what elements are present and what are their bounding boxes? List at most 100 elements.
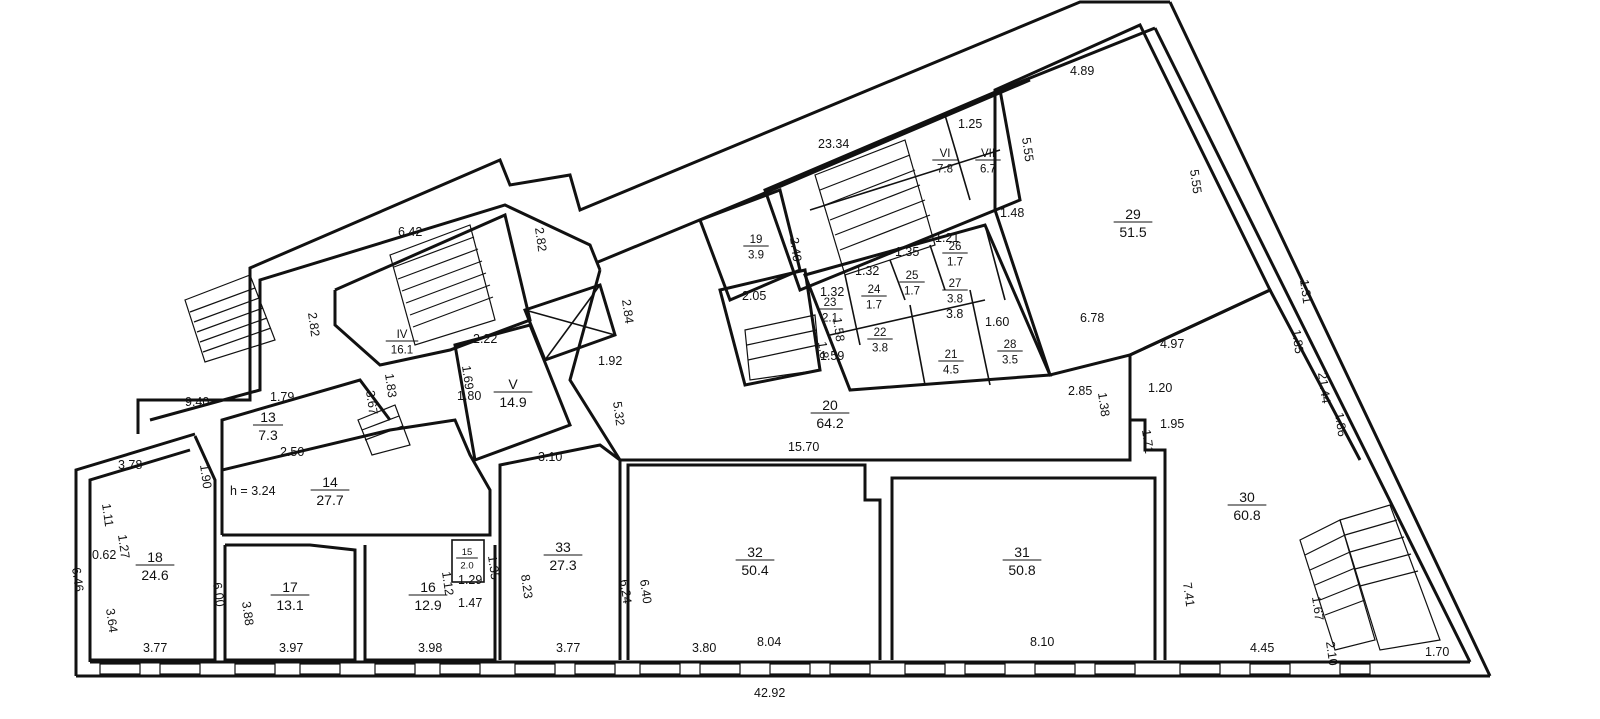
room-label-iv: IV 16.1 — [385, 329, 419, 357]
room-label-13: 137.3 — [252, 409, 284, 443]
dimension-label: 3.8 — [946, 307, 963, 321]
dimension-label: 15.70 — [788, 440, 819, 454]
room-number: 18 — [147, 549, 163, 565]
room-number: 30 — [1239, 489, 1255, 505]
dimension-label: 8.10 — [1030, 635, 1054, 649]
dimension-label: 2.84 — [619, 298, 636, 324]
room-area: 27.3 — [549, 557, 576, 573]
room-number: 19 — [750, 234, 763, 246]
room-number: 26 — [949, 241, 962, 253]
dimension-label: 3.97 — [279, 641, 303, 655]
dimension-label: 1.38 — [1095, 391, 1112, 417]
room-area: 3.8 — [947, 294, 963, 306]
room-label-24: 241.7 — [861, 284, 887, 312]
dimension-label: 4.89 — [1070, 64, 1094, 78]
dimension-label: 5.55 — [1187, 168, 1204, 194]
dimension-label: 1.83 — [382, 372, 399, 398]
room-label-26: 261.7 — [942, 241, 968, 269]
dimension-label: 7.41 — [1180, 581, 1197, 607]
dimension-label: 9.40 — [185, 395, 209, 409]
room-area: 6.7 — [980, 164, 996, 176]
room-area: 4.5 — [943, 365, 959, 377]
room-number: 27 — [949, 278, 962, 290]
room-area: 64.2 — [816, 415, 843, 431]
dimension-label: 8.23 — [518, 573, 535, 599]
dimension-label: 6.24 — [617, 578, 634, 604]
room-area: 7.3 — [258, 427, 278, 443]
dimension-label: 6.42 — [398, 225, 422, 239]
dimension-label: 5.55 — [1019, 136, 1036, 162]
dimension-label: 1.25 — [958, 117, 982, 131]
dimension-label: 1.31 — [1297, 278, 1314, 304]
room-label-32: 32 50.4 — [735, 544, 775, 578]
dimension-label: 1.20 — [1148, 381, 1172, 395]
dimension-label: 21.44 — [1315, 371, 1333, 404]
room-number: 24 — [868, 284, 881, 296]
dimension-label: h = 3.24 — [230, 484, 276, 498]
dimension-label: 2.82 — [305, 311, 322, 337]
dimension-label: 2.10 — [1323, 640, 1340, 666]
dimension-label: 2.05 — [742, 289, 766, 303]
dimension-label: 1.21 — [935, 231, 959, 245]
dimension-label: 1.90 — [197, 463, 214, 489]
room-number: 16 — [420, 579, 436, 595]
dimension-label: 6.00 — [210, 581, 227, 607]
dimension-label: 1.59 — [820, 349, 844, 363]
room-number: 25 — [906, 270, 919, 282]
dimension-label: 6.78 — [1080, 311, 1104, 325]
dimension-label: 3.64 — [103, 607, 120, 633]
dimension-label: 1.71 — [1139, 428, 1156, 454]
dimension-label: 3.67 — [363, 389, 380, 415]
room-number: 21 — [945, 349, 958, 361]
dimension-label: 1.27 — [115, 533, 132, 559]
room-area: 60.8 — [1233, 507, 1260, 523]
dimension-label: 2.22 — [473, 332, 497, 346]
room-number: VII — [981, 148, 995, 160]
dimension-label: 1.80 — [457, 389, 481, 403]
room-label-19: 193.9 — [743, 234, 769, 262]
dimension-label: 0.62 — [92, 548, 116, 562]
room-labels: 2951.53060.83150.83250.43327.32064.21427… — [135, 148, 1267, 613]
dimension-label: 1.8 — [815, 340, 831, 359]
room-label-21: 214.5 — [938, 349, 964, 377]
room-label-v: V14.9 — [493, 376, 533, 410]
room-area: 7.8 — [937, 164, 953, 176]
room-number: 14 — [322, 474, 338, 490]
room-number: 32 — [747, 544, 763, 560]
dimension-label: 1.32 — [820, 285, 844, 299]
room-area: 2.1 — [822, 313, 838, 325]
dimension-label: 1.58 — [830, 316, 847, 342]
dimension-label: 6.46 — [69, 566, 86, 592]
room-number: IV — [397, 329, 408, 341]
room-number: 23 — [824, 297, 837, 309]
room-area: 2.0 — [460, 561, 473, 572]
dimension-label: 3.80 — [692, 641, 716, 655]
dimension-label: 1.67 — [1309, 595, 1326, 621]
dimension-label: 1.35 — [895, 245, 919, 259]
room-area: 3.9 — [748, 250, 764, 262]
dimension-label: 2.50 — [280, 445, 304, 459]
room-area: 1.7 — [866, 300, 882, 312]
room-label-14: 14 27.7 — [310, 474, 350, 508]
staircases — [184, 139, 1441, 651]
room-label-23: 232.1 — [817, 297, 843, 325]
room-area: 1.7 — [904, 286, 920, 298]
dimension-label: 3.78 — [118, 458, 142, 472]
room-number: 33 — [555, 539, 571, 555]
interior-walls — [88, 23, 1362, 662]
dimension-label: 1.32 — [855, 264, 879, 278]
room-number: 29 — [1125, 206, 1141, 222]
room-area: 27.7 — [316, 492, 343, 508]
dimension-label: 42.92 — [754, 686, 785, 700]
room-area: 1.7 — [947, 257, 963, 269]
room-area: 16.1 — [391, 345, 413, 357]
dimension-label: 1.47 — [458, 596, 482, 610]
room-area: 50.4 — [741, 562, 768, 578]
room-label-22: 223.8 — [867, 327, 893, 355]
room-label-vi: VI7.8 — [932, 148, 958, 176]
